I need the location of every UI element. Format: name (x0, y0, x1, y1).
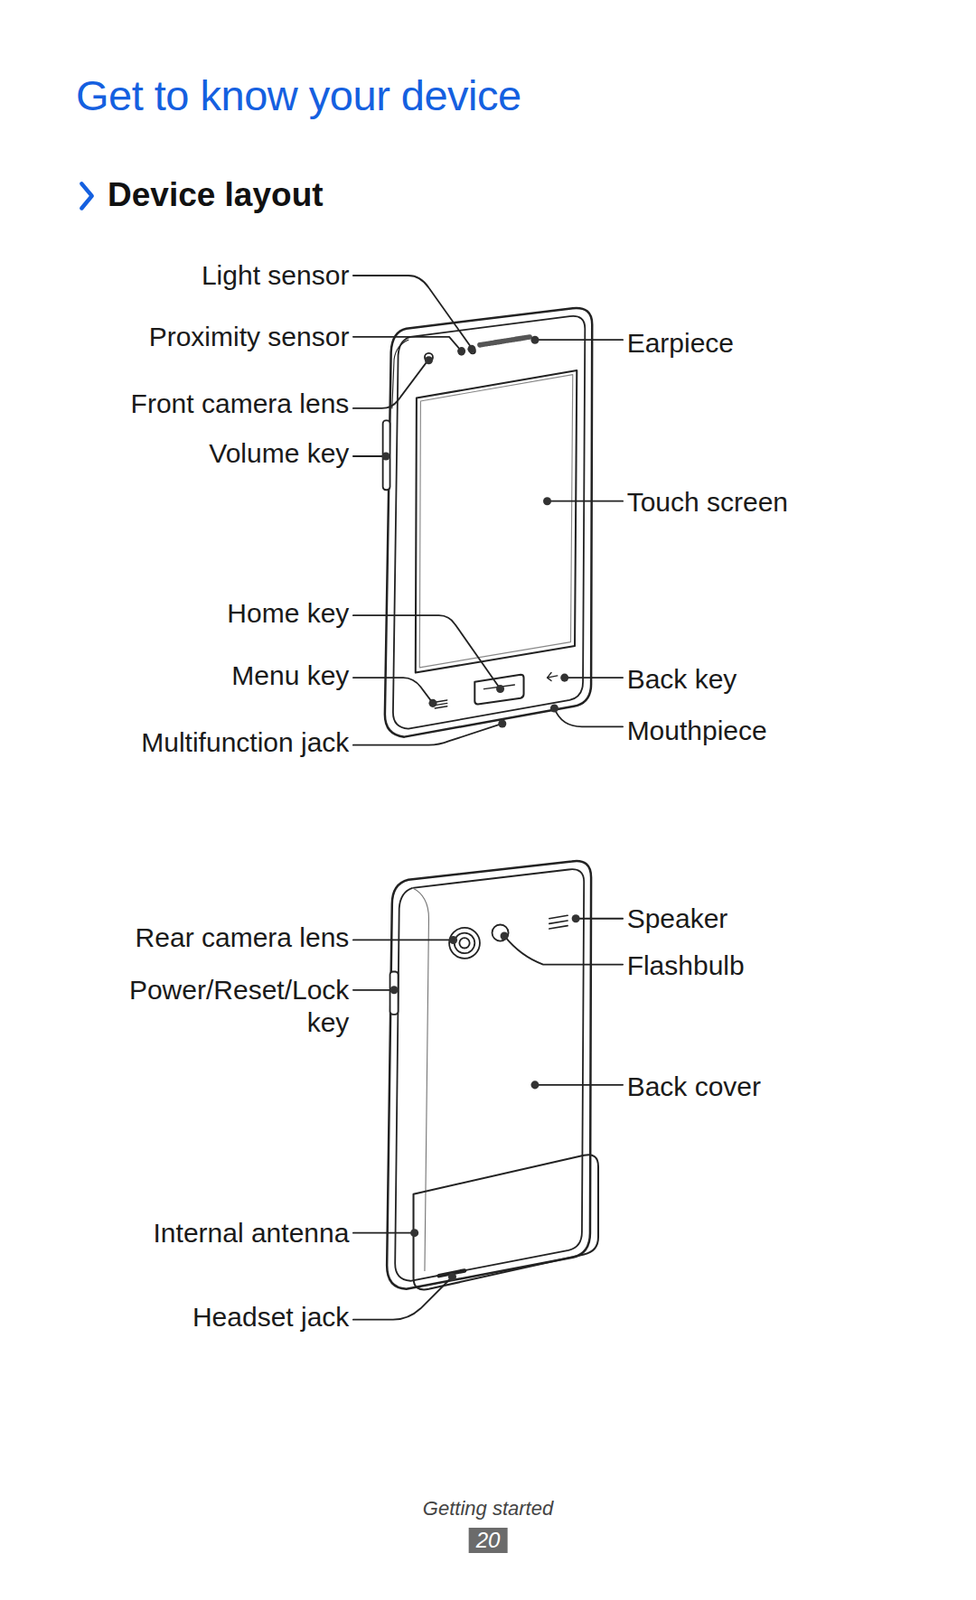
antenna-region (413, 1154, 599, 1290)
section-footer: Getting started (422, 1497, 554, 1521)
leader-lines (353, 275, 623, 1321)
page-title: Get to know your device (75, 70, 522, 121)
leader-dots (382, 336, 581, 1282)
part-label: Power/Reset/Lock key (86, 974, 349, 1040)
part-label: Earpiece (627, 327, 734, 360)
part-label: Volume key (208, 437, 349, 470)
part-label: Home key (226, 597, 349, 630)
part-label: Headset jack (192, 1301, 349, 1334)
part-label: Rear camera lens (135, 921, 350, 955)
part-label: Touch screen (627, 486, 789, 519)
part-label: Flashbulb (627, 949, 745, 983)
part-label: Back cover (627, 1070, 761, 1104)
part-label: Light sensor (201, 259, 349, 292)
part-label: Back key (627, 663, 738, 696)
part-label: Internal antenna (153, 1217, 350, 1250)
heading-chevron (81, 183, 92, 208)
back-phone (386, 861, 599, 1290)
part-label: Mouthpiece (627, 714, 768, 748)
part-label: Speaker (627, 902, 729, 936)
section-heading: Device layout (107, 176, 324, 215)
front-phone (383, 308, 593, 738)
part-label: Menu key (231, 659, 349, 693)
part-label: Front camera lens (131, 387, 350, 421)
part-label: Proximity sensor (149, 320, 350, 354)
page-number: 20 (469, 1528, 508, 1554)
part-label: Multifunction jack (140, 726, 349, 760)
